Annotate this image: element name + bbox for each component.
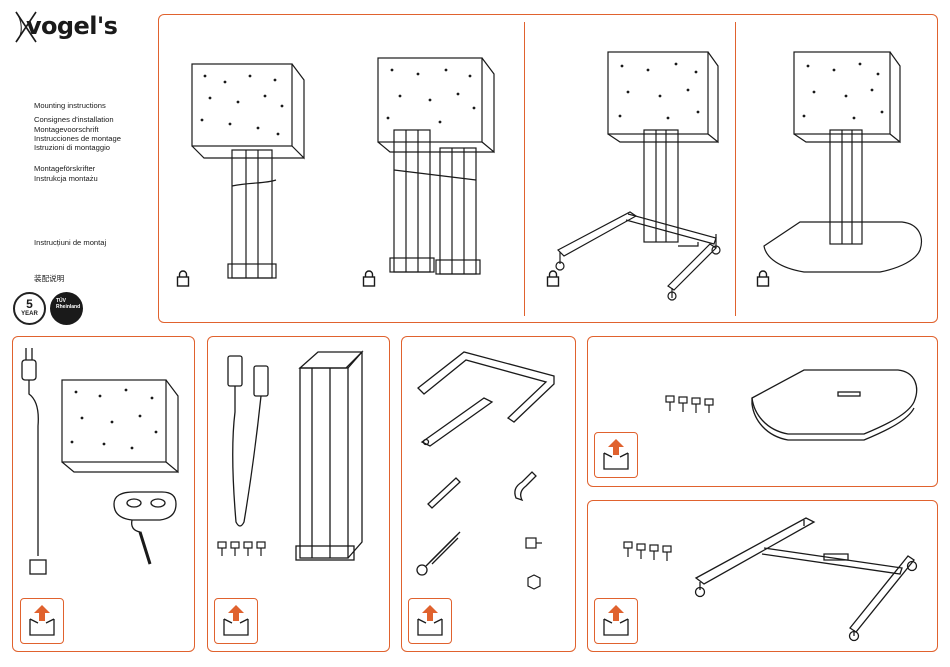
brand-logo-text: vogel's [26, 12, 117, 40]
unbox-icon [20, 598, 64, 644]
language-line: Consignes d'installation [34, 115, 121, 124]
warranty-seal-icon: 5 YEAR [13, 292, 46, 325]
language-line: Instrucciones de montage [34, 134, 121, 143]
panel-divider [735, 22, 736, 316]
unbox-icon [594, 432, 638, 478]
bolts-illustration [622, 540, 676, 562]
language-line: Montageförskrifter [34, 164, 121, 173]
language-title: Mounting instructions [34, 101, 121, 110]
trolley-stand-illustration [548, 46, 724, 302]
unbox-icon [408, 598, 452, 644]
wall-plug-illustration [424, 472, 464, 508]
bolts-illustration [216, 540, 272, 558]
column-illustration [290, 346, 370, 566]
language-list: Mounting instructions Consignes d'instal… [34, 101, 121, 183]
language-line-chinese: 装配说明 [34, 274, 64, 283]
bolts-illustration [664, 394, 720, 414]
base-plate-illustration [748, 364, 920, 448]
language-line-romanian: Instrucțiuni de montaj [34, 238, 106, 247]
panel-divider [524, 22, 525, 316]
lag-screw-illustration [414, 528, 464, 578]
language-line: Montagevoorschrift [34, 125, 121, 134]
lock-icon [546, 271, 560, 287]
nut-illustration [526, 574, 542, 590]
tuv-seal-icon: TÜV Rheinland [50, 292, 83, 325]
double-column-stand-illustration [370, 52, 510, 284]
motor-head-illustration [56, 376, 186, 476]
screw-illustration [524, 536, 544, 552]
link-cable-illustration [226, 352, 286, 532]
hook-illustration [510, 468, 540, 504]
base-plate-stand-illustration [760, 46, 930, 282]
language-line: Instrukcja montażu [34, 174, 121, 183]
control-unit-illustration [110, 486, 180, 566]
wall-bracket-illustration [414, 348, 560, 448]
unbox-icon [594, 598, 638, 644]
lock-icon [176, 271, 190, 287]
power-cable-illustration [18, 346, 58, 582]
trolley-base-illustration [690, 512, 918, 642]
unbox-icon [214, 598, 258, 644]
language-line: Istruzioni di montaggio [34, 143, 121, 152]
single-column-stand-illustration [180, 58, 320, 288]
lock-icon [362, 271, 376, 287]
lock-icon [756, 271, 770, 287]
